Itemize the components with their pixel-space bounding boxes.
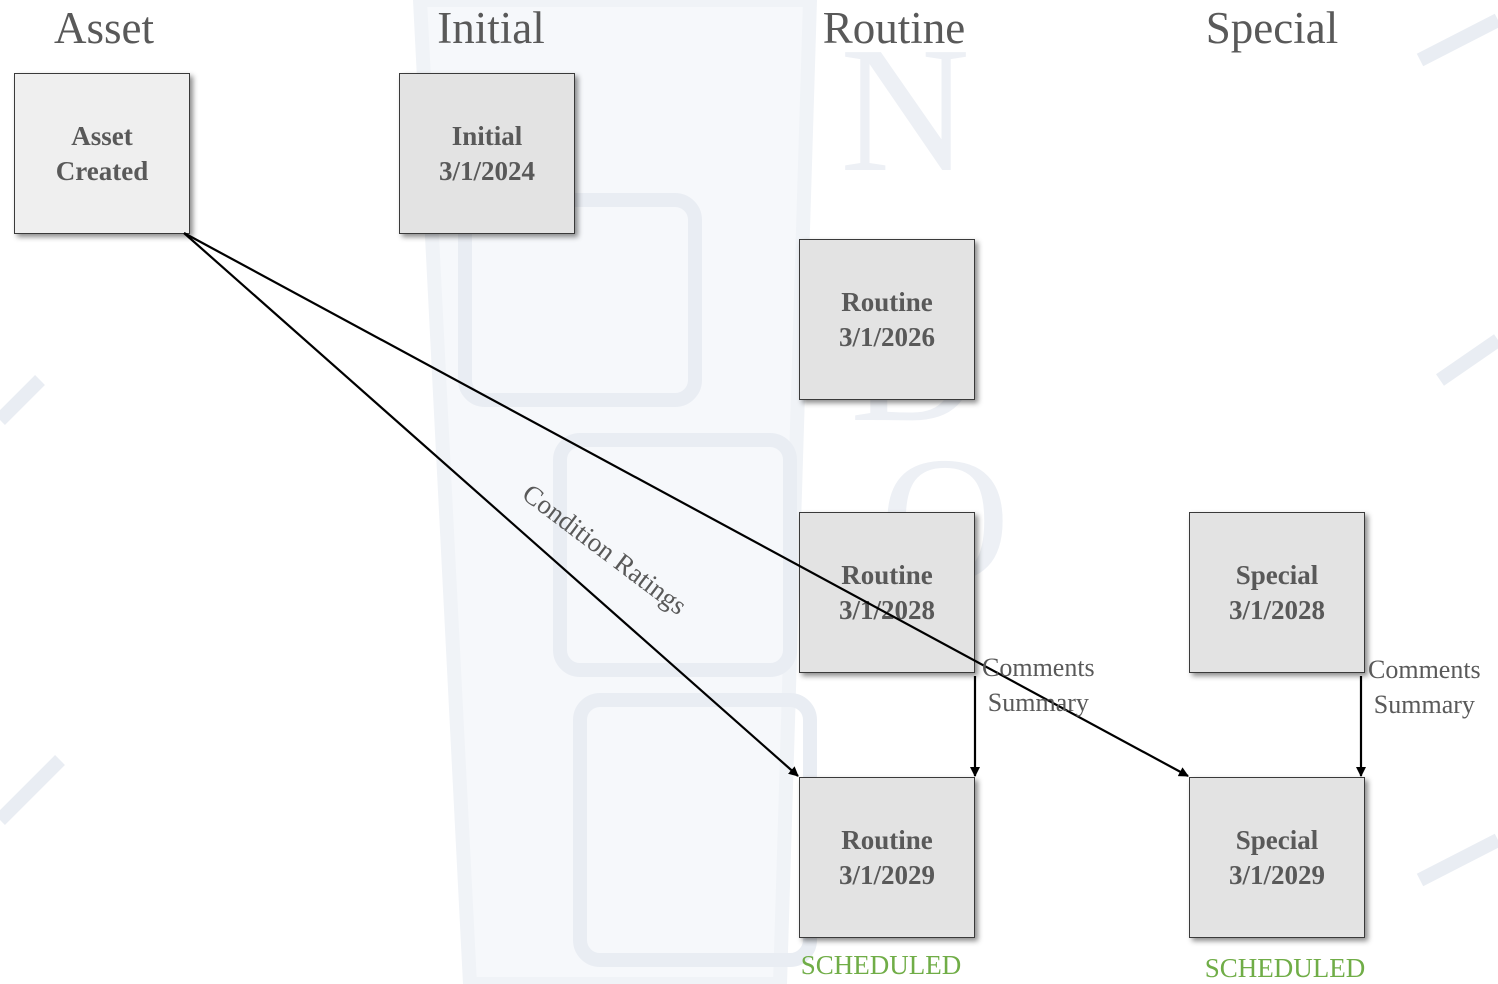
- special-comments-label: Comments Summary: [1368, 652, 1481, 722]
- column-header-routine: Routine: [822, 3, 966, 53]
- comments-text: Comments: [982, 653, 1095, 682]
- box-title: Special: [1235, 559, 1319, 590]
- column-header-special: Special: [1205, 3, 1339, 53]
- comments-text: Comments: [1368, 655, 1481, 684]
- initial-inspection-box[interactable]: Initial 3/1/2024: [399, 73, 575, 234]
- summary-text: Summary: [1373, 690, 1475, 719]
- box-title: Routine: [841, 559, 933, 590]
- routine-2029-box[interactable]: Routine 3/1/2029: [799, 777, 975, 938]
- box-title: Initial: [451, 120, 523, 151]
- box-date: 3/1/2028: [1228, 594, 1325, 625]
- routine-2028-box[interactable]: Routine 3/1/2028: [799, 512, 975, 673]
- column-header-asset: Asset: [54, 3, 154, 53]
- box-date: 3/1/2028: [838, 594, 935, 625]
- routine-2026-box[interactable]: Routine 3/1/2026: [799, 239, 975, 400]
- box-date: 3/1/2024: [438, 155, 535, 186]
- routine-scheduled-status: SCHEDULED: [800, 950, 962, 980]
- box-title: Asset: [71, 120, 133, 151]
- column-header-initial: Initial: [437, 3, 545, 53]
- box-date: 3/1/2029: [838, 859, 935, 890]
- routine-comments-label: Comments Summary: [982, 650, 1095, 720]
- svg-text:N: N: [840, 10, 970, 209]
- box-title: Routine: [841, 286, 933, 317]
- asset-created-box[interactable]: Asset Created: [14, 73, 190, 234]
- box-subtitle: Created: [55, 155, 149, 186]
- special-2029-box[interactable]: Special 3/1/2029: [1189, 777, 1365, 938]
- box-title: Special: [1235, 824, 1319, 855]
- special-scheduled-status: SCHEDULED: [1204, 953, 1366, 983]
- summary-text: Summary: [987, 688, 1089, 717]
- box-date: 3/1/2026: [838, 321, 935, 352]
- box-date: 3/1/2029: [1228, 859, 1325, 890]
- box-title: Routine: [841, 824, 933, 855]
- special-2028-box[interactable]: Special 3/1/2028: [1189, 512, 1365, 673]
